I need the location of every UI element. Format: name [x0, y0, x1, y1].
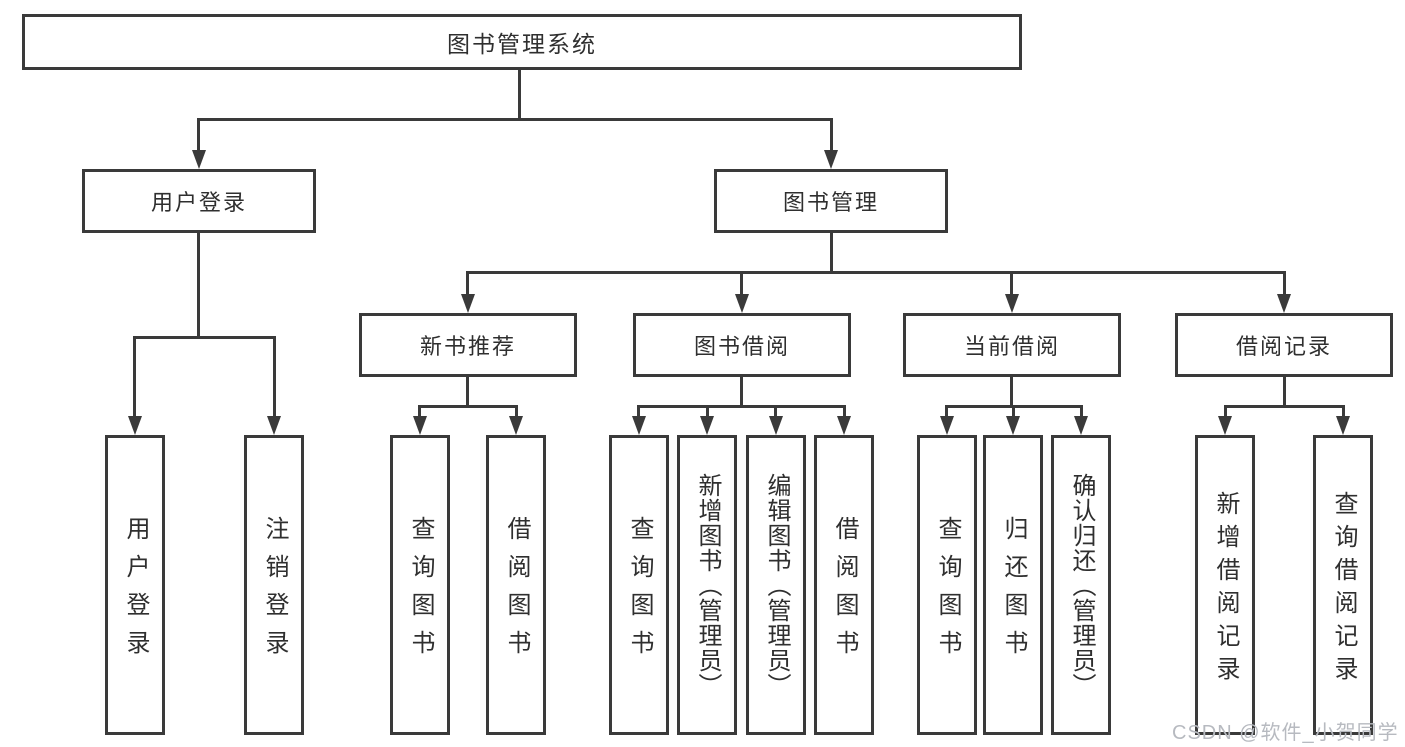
connector-line	[1012, 405, 1015, 418]
connector-line	[273, 336, 276, 418]
node-label: 当前借阅	[963, 334, 1060, 359]
leaf-confirm-return-admin: 确认归还（管理员）	[1051, 435, 1111, 735]
leaf-label: 编辑图书（管理员）	[763, 472, 790, 698]
arrow-down-icon	[735, 294, 749, 313]
arrow-down-icon	[267, 416, 281, 435]
connector-line	[515, 405, 518, 418]
arrow-down-icon	[940, 416, 954, 435]
leaf-label: 查询图书	[626, 516, 653, 668]
leaf-user-login: 用户登录	[105, 435, 165, 735]
csdn-watermark: CSDN @软件_小贺同学	[1172, 722, 1399, 744]
arrow-down-icon	[509, 416, 523, 435]
connector-line	[197, 118, 200, 152]
node-label: 图书管理系统	[447, 31, 597, 57]
leaf-query-books-3: 查询图书	[917, 435, 977, 735]
arrow-down-icon	[1336, 416, 1350, 435]
connector-line	[1010, 271, 1013, 297]
leaf-logout: 注销登录	[244, 435, 304, 735]
connector-line	[1283, 271, 1286, 297]
node-label: 借阅记录	[1235, 334, 1332, 359]
arrow-down-icon	[632, 416, 646, 435]
node-book-borrowing: 图书借阅	[633, 313, 851, 377]
arrow-down-icon	[1005, 294, 1019, 313]
connector-line	[637, 405, 640, 418]
connector-line	[706, 405, 709, 418]
leaf-label: 确认归还（管理员）	[1068, 472, 1095, 698]
leaf-label: 新增借阅记录	[1212, 490, 1239, 689]
leaf-query-books-1: 查询图书	[390, 435, 450, 735]
connector-line	[133, 336, 136, 418]
connector-line	[843, 405, 846, 418]
node-label: 用户登录	[150, 190, 247, 215]
arrow-down-icon	[413, 416, 427, 435]
node-library-management-system: 图书管理系统	[22, 14, 1022, 70]
leaf-label: 新增图书（管理员）	[694, 472, 721, 698]
leaf-label: 借阅图书	[503, 516, 530, 668]
arrow-down-icon	[128, 416, 142, 435]
leaf-label: 查询借阅记录	[1330, 490, 1357, 689]
connector-line	[418, 405, 518, 408]
connector-line	[197, 233, 200, 339]
leaf-label: 借阅图书	[831, 516, 858, 668]
connector-line	[774, 405, 777, 418]
connector-line	[197, 118, 833, 121]
node-user-login: 用户登录	[82, 169, 316, 233]
leaf-label: 用户登录	[122, 516, 149, 668]
arrow-down-icon	[192, 150, 206, 169]
connector-line	[945, 405, 948, 418]
node-book-management: 图书管理	[714, 169, 948, 233]
leaf-borrow-books-2: 借阅图书	[814, 435, 874, 735]
leaf-label: 查询图书	[407, 516, 434, 668]
leaf-label: 查询图书	[934, 516, 961, 668]
connector-line	[1080, 405, 1083, 418]
node-current-borrowing: 当前借阅	[903, 313, 1121, 377]
leaf-return-books: 归还图书	[983, 435, 1043, 735]
leaf-label: 注销登录	[261, 516, 288, 668]
connector-line	[740, 377, 743, 408]
node-label: 图书管理	[782, 190, 879, 215]
connector-line	[418, 405, 421, 418]
connector-line	[466, 377, 469, 408]
node-borrowing-records: 借阅记录	[1175, 313, 1393, 377]
connector-line	[1283, 377, 1286, 408]
connector-line	[1010, 377, 1013, 408]
node-label: 新书推荐	[419, 334, 516, 359]
arrow-down-icon	[1218, 416, 1232, 435]
leaf-edit-books-admin: 编辑图书（管理员）	[746, 435, 806, 735]
arrow-down-icon	[824, 150, 838, 169]
arrow-down-icon	[837, 416, 851, 435]
leaf-label: 归还图书	[1000, 516, 1027, 668]
leaf-add-books-admin: 新增图书（管理员）	[677, 435, 737, 735]
arrow-down-icon	[769, 416, 783, 435]
connector-line	[518, 70, 521, 120]
node-new-book-recommendation: 新书推荐	[359, 313, 577, 377]
connector-line	[133, 336, 276, 339]
arrow-down-icon	[1277, 294, 1291, 313]
connector-line	[1224, 405, 1227, 418]
leaf-add-borrow-record: 新增借阅记录	[1195, 435, 1255, 735]
leaf-borrow-books-1: 借阅图书	[486, 435, 546, 735]
leaf-query-books-2: 查询图书	[609, 435, 669, 735]
connector-line	[830, 118, 833, 152]
connector-line	[1224, 405, 1345, 408]
arrow-down-icon	[1006, 416, 1020, 435]
arrow-down-icon	[461, 294, 475, 313]
connector-line	[1342, 405, 1345, 418]
node-label: 图书借阅	[693, 334, 790, 359]
connector-line	[466, 271, 469, 297]
connector-line	[830, 233, 833, 274]
connector-line	[466, 271, 1286, 274]
leaf-query-borrow-record: 查询借阅记录	[1313, 435, 1373, 735]
connector-line	[740, 271, 743, 297]
connector-line	[637, 405, 846, 408]
arrow-down-icon	[700, 416, 714, 435]
arrow-down-icon	[1074, 416, 1088, 435]
